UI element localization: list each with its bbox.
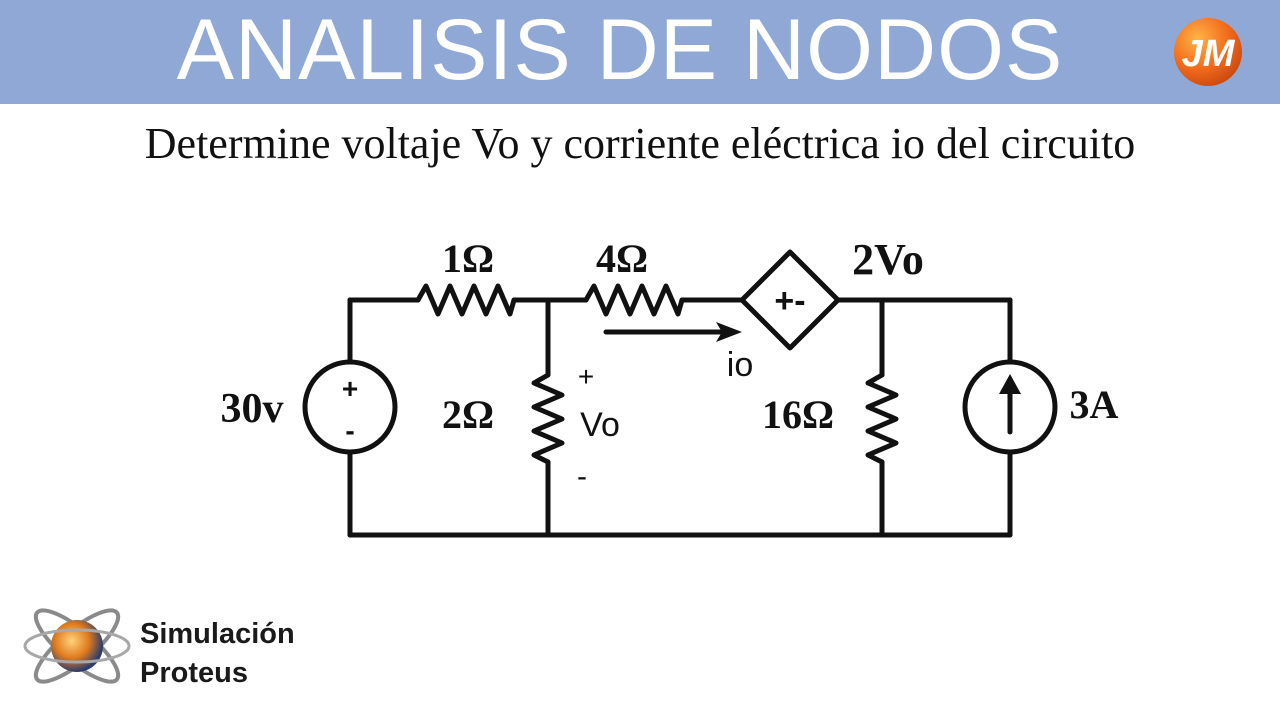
vo-label: Vo	[580, 406, 620, 444]
problem-statement: Determine voltaje Vo y corriente eléctri…	[144, 119, 1136, 168]
current-source-arrowhead	[999, 374, 1021, 394]
current-source-label: 3A	[1070, 382, 1119, 427]
r1-label: 1Ω	[442, 236, 494, 281]
page-title: ANALISIS DE NODOS	[176, 2, 1064, 98]
title-banner	[0, 0, 1280, 104]
current-source-3a	[962, 359, 1058, 455]
dependent-source-label: 2Vo	[852, 235, 924, 284]
io-label: io	[727, 346, 753, 384]
vo-minus: -	[577, 460, 587, 493]
r4-label: 16Ω	[762, 392, 834, 437]
io-arrowhead	[716, 322, 742, 342]
logo-text: JM	[1182, 33, 1236, 75]
footer-line-2: Proteus	[140, 657, 248, 689]
proteus-atom-icon	[23, 608, 131, 684]
r2-label: 4Ω	[596, 236, 648, 281]
jm-logo-icon: JM	[1174, 18, 1242, 86]
vo-plus: +	[578, 361, 594, 392]
voltage-source-30v	[302, 359, 398, 455]
resistor-1ohm	[415, 283, 517, 317]
resistor-4ohm	[583, 283, 685, 317]
voltage-source-plus: +	[342, 373, 358, 404]
resistor-2ohm	[531, 372, 565, 465]
r3-label: 2Ω	[442, 392, 494, 437]
voltage-source-minus: -	[345, 415, 354, 446]
footer-line-1: Simulación	[140, 618, 295, 650]
voltage-source-label: 30v	[221, 386, 284, 432]
resistor-16ohm	[865, 372, 899, 465]
dependent-source-polarity: +-	[774, 282, 805, 320]
